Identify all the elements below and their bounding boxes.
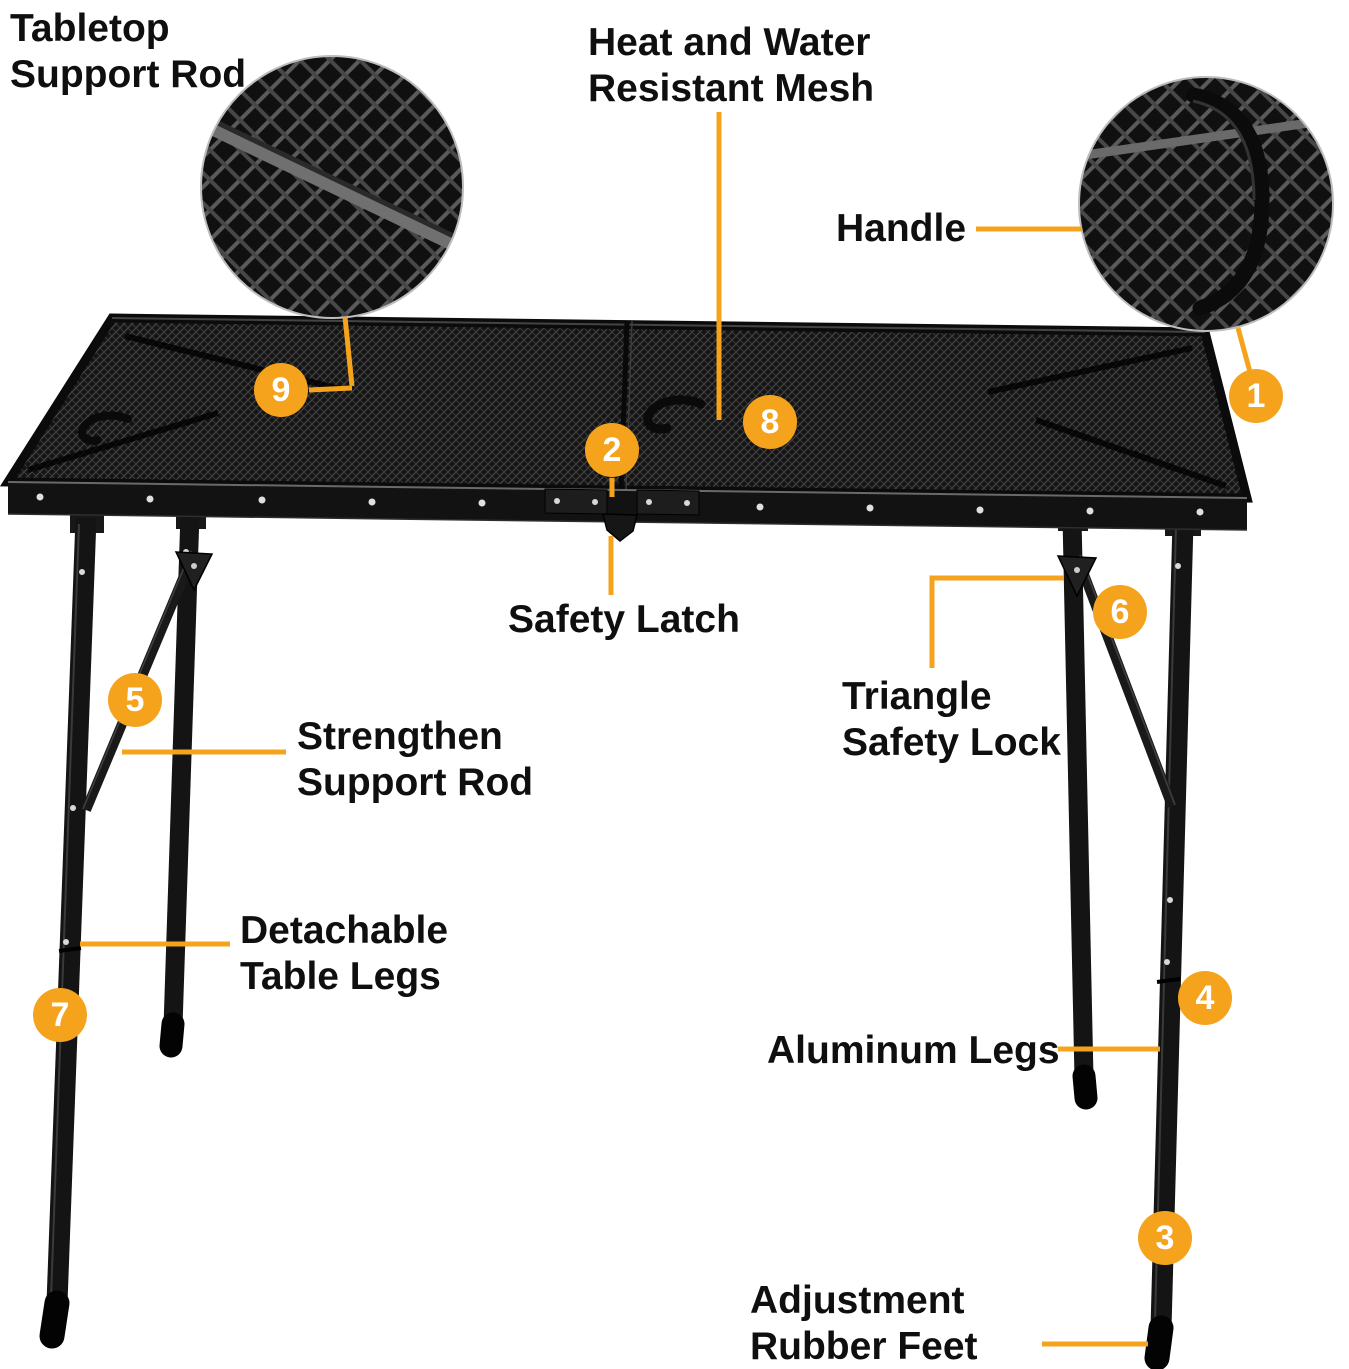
label-safety-latch: Safety Latch xyxy=(508,597,740,643)
label-line: Safety Latch xyxy=(508,598,740,641)
callout-badge-8: 8 xyxy=(743,395,797,449)
rod-highlight xyxy=(1079,554,1176,806)
label-line: Handle xyxy=(836,207,967,250)
label-heat-resistant-mesh: Heat and Water Resistant Mesh xyxy=(588,20,874,112)
inset-handle xyxy=(1078,76,1334,332)
label-triangle-safety-lock: Triangle Safety Lock xyxy=(842,674,1061,766)
handle-closeup xyxy=(1185,87,1270,316)
callout-badge-7: 7 xyxy=(33,988,87,1042)
callout-badge-9: 9 xyxy=(254,363,308,417)
label-handle: Handle xyxy=(836,206,966,252)
label-line: Strengthen xyxy=(297,715,503,758)
rivet xyxy=(63,939,69,945)
support-rod-shadow xyxy=(201,109,463,247)
label-line: Adjustment xyxy=(750,1279,965,1322)
label-line: Support Rod xyxy=(10,53,247,97)
right-front-leg xyxy=(1150,521,1194,1329)
tabletop-support-rods xyxy=(27,333,1227,489)
leg-highlight xyxy=(1154,525,1177,1323)
label-line: Triangle xyxy=(842,675,992,718)
callout-badge-6: 6 xyxy=(1093,585,1147,639)
apron-rivets xyxy=(36,493,1204,516)
left-front-leg xyxy=(46,517,97,1304)
label-line: Aluminum Legs xyxy=(767,1029,1060,1072)
back-rim-highlight xyxy=(111,317,1206,333)
inset-border xyxy=(200,55,464,319)
rivet xyxy=(1175,563,1181,569)
label-line: Support Rod xyxy=(297,761,534,805)
rivet xyxy=(646,499,652,505)
leg-joint xyxy=(1156,977,1181,984)
rubber-foot xyxy=(39,1290,70,1349)
handle-highlight xyxy=(1192,99,1256,201)
triangle-safety-lock-right xyxy=(1056,555,1098,598)
rivet xyxy=(1164,959,1170,965)
support-rod-closeup xyxy=(201,113,463,259)
leg-joint xyxy=(58,946,82,953)
rivet xyxy=(592,499,598,505)
callout-badge-4: 4 xyxy=(1178,971,1232,1025)
rivet xyxy=(79,569,85,575)
table-legs xyxy=(39,503,1201,1369)
label-line: Safety Lock xyxy=(842,721,1061,765)
frame-rod-closeup xyxy=(1084,115,1331,160)
inset-tabletop-support-rod xyxy=(200,55,464,319)
handle-hook xyxy=(78,411,132,445)
callout-badge-3: 3 xyxy=(1138,1211,1192,1265)
label-line: Resistant Mesh xyxy=(588,67,875,111)
rubber-foot xyxy=(159,1012,185,1058)
callout-badge-5: 5 xyxy=(108,673,162,727)
label-tabletop-support-rod: Tabletop Support Rod xyxy=(10,6,246,98)
label-aluminum-legs: Aluminum Legs xyxy=(767,1028,1060,1074)
callout-badge-2: 2 xyxy=(585,423,639,477)
lock-bolt xyxy=(191,563,197,569)
rivet xyxy=(70,805,76,811)
leg-highlight xyxy=(50,523,80,1299)
table-apron xyxy=(7,481,1248,542)
rivet xyxy=(554,498,560,504)
rivet xyxy=(1167,897,1173,903)
hinge-plate xyxy=(636,489,700,516)
leader-triangle-lock xyxy=(929,575,1064,668)
rubber-foot xyxy=(1144,1315,1174,1369)
label-line: Table Legs xyxy=(240,955,441,999)
label-adjustment-rubber-feet: Adjustment Rubber Feet xyxy=(750,1278,978,1369)
label-line: Tabletop xyxy=(10,7,170,50)
rubber-foot xyxy=(1072,1064,1098,1110)
triangle-safety-lock-left xyxy=(174,551,214,592)
tabletop-mesh xyxy=(0,313,1253,503)
leader-lines xyxy=(80,112,1253,1347)
safety-latch-part xyxy=(602,513,638,542)
lock-bolt xyxy=(1074,567,1080,573)
handle-hook xyxy=(643,395,706,434)
left-back-leg xyxy=(163,513,200,1027)
inset-mesh xyxy=(1079,77,1333,331)
label-strengthen-support-rod: Strengthen Support Rod xyxy=(297,714,533,806)
inset-border xyxy=(1078,76,1334,332)
label-detachable-table-legs: Detachable Table Legs xyxy=(240,908,448,1000)
label-line: Heat and Water xyxy=(588,21,871,64)
rivet xyxy=(684,500,690,506)
leader-inset-left xyxy=(342,316,355,387)
leader-callout-9 xyxy=(308,385,353,393)
label-line: Detachable xyxy=(240,909,449,952)
apron-top-highlight xyxy=(7,481,1248,499)
label-line: Rubber Feet xyxy=(750,1325,978,1369)
right-strengthen-rod xyxy=(1072,554,1177,808)
table-illustration xyxy=(0,313,1253,1369)
callout-badge-1: 1 xyxy=(1229,369,1283,423)
leader-inset-right xyxy=(1235,327,1253,373)
right-back-leg xyxy=(1062,517,1094,1079)
